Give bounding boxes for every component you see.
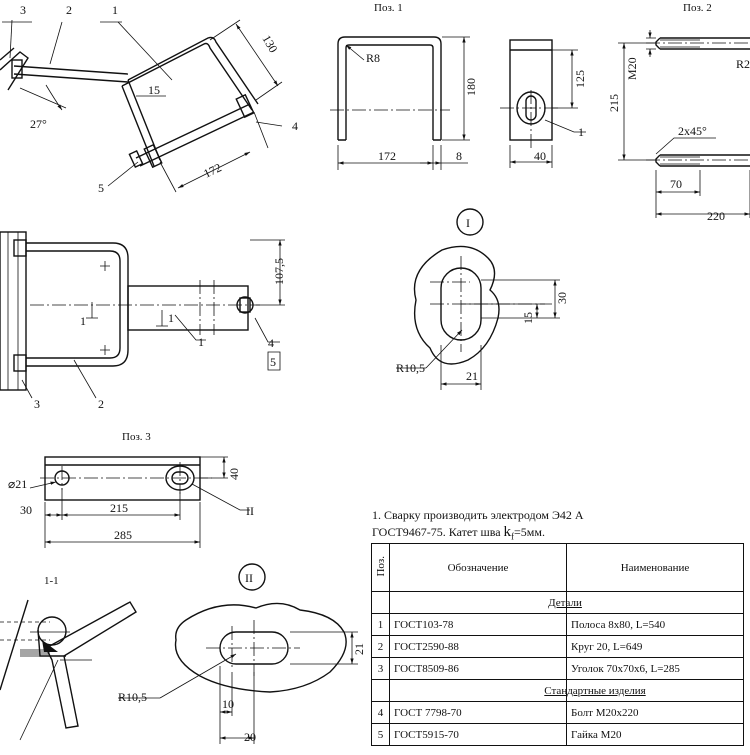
pos1-title: Поз. 1 [374,2,403,14]
detail-I: I 30 15 R10,5 21 [396,208,569,390]
spec-header-row: Поз. Обозначение Наименование [371,543,744,592]
dim-30-pos3: 30 [20,503,32,517]
detail-II: II 21 R10,5 10 20 [118,563,366,744]
table-row: 3 ГОСТ8509-86 Уголок 70х70х6, L=285 [371,657,744,680]
spec-col-pos: Поз. [371,543,390,592]
dim-220: 220 [707,209,725,223]
table-row: 1 ГОСТ103-78 Полоса 8х80, L=540 [371,613,744,636]
dim-285: 285 [114,528,132,542]
note-line-1: 1. Сварку производить электродом Э42 А [372,508,584,522]
callout-3-assembly: 3 [20,3,26,17]
callout-2-plan: 2 [98,397,104,411]
note-f-subscript: f [511,531,515,542]
dim-215-pos2: 215 [607,94,621,112]
specification-table: Поз. Обозначение Наименование Детали 1 Г… [371,543,744,746]
section-1-1-title: 1-1 [44,575,59,587]
detail-II-label: II [245,571,253,585]
dim-15: 15 [148,83,160,97]
dim-20-detII: 20 [244,730,256,744]
callout-1-plan: 1 [198,335,204,349]
assembly-view: 3 2 1 4 5 27° 130 15 172 [0,3,298,195]
dim-70: 70 [670,177,682,191]
dim-r2: R2 [736,57,750,71]
callout-3-plan: 3 [34,397,40,411]
callout-5-assembly: 5 [98,181,104,195]
section-mark-right: 1 [168,311,174,325]
dim-10-detII: 10 [222,697,234,711]
dim-angle-27: 27° [30,117,47,131]
spec-section-parts: Детали [371,591,744,614]
note-k-symbol: k [503,524,512,540]
pos3-view: Поз. 3 ⌀21 40 30 215 285 II [8,431,254,548]
dim-r8: R8 [366,51,380,65]
pos2-title: Поз. 2 [683,2,712,14]
dim-chamfer: 2x45° [678,124,707,138]
table-row: 4 ГОСТ 7798-70 Болт М20х220 [371,701,744,724]
pos1-view: Поз. 1 R8 180 172 8 125 40 1 [330,2,587,170]
dim-107-5: 107,5 [272,258,286,285]
pos2-view: Поз. 2 M20 R2 215 2x45° 70 220 [607,2,750,223]
callout-5-plan: 5 [270,355,276,369]
spec-section-standard: Стандартные изделия [371,679,744,702]
table-row: 5 ГОСТ5915-70 Гайка М20 [371,723,744,746]
technical-notes: 1. Сварку производить электродом Э42 А Г… [372,507,712,545]
spec-section-parts-label: Детали [548,596,582,609]
section-1-1: 1-1 [0,575,137,741]
section-mark-left: 1 [80,314,86,328]
callout-2-assembly: 2 [66,3,72,17]
dim-21-detI: 21 [466,369,478,383]
dim-180: 180 [464,78,478,96]
dim-30-detI: 30 [555,292,569,304]
callout-1-assembly: 1 [112,3,118,17]
dim-m20: M20 [625,57,639,80]
plan-view: 107,5 1 1 1 4 5 3 2 [0,231,286,411]
dim-215-pos3: 215 [110,501,128,515]
dim-172-assembly: 172 [201,160,223,180]
table-row: 2 ГОСТ2590-88 Круг 20, L=649 [371,635,744,658]
dim-8: 8 [456,149,462,163]
dim-40-pos3: 40 [227,468,241,480]
note-line-2-end: =5мм. [514,525,545,539]
callout-1-pos1: 1 [578,125,584,139]
spec-col-name: Наименование [566,543,744,592]
spec-section-standard-label: Стандартные изделия [544,684,646,697]
dim-15-detI: 15 [521,312,535,324]
dim-172-pos1: 172 [378,149,396,163]
detail-I-label: I [466,216,470,230]
dim-40-pos1: 40 [534,149,546,163]
dim-125: 125 [573,70,587,88]
dim-r10-5-detI: R10,5 [396,361,425,375]
detail-II-ref: II [246,504,254,518]
dim-r10-5-detII: R10,5 [118,690,147,704]
note-line-2: ГОСТ9467-75. Катет шва kf=5мм. [372,524,712,545]
callout-4-assembly: 4 [292,119,298,133]
note-line-2-text: ГОСТ9467-75. Катет шва [372,525,504,539]
pos3-title: Поз. 3 [122,431,151,443]
dim-d21: ⌀21 [8,477,27,491]
spec-col-designation: Обозначение [389,543,567,592]
callout-4-plan: 4 [268,336,274,350]
dim-130: 130 [259,33,280,56]
dim-21-detII: 21 [352,643,366,655]
